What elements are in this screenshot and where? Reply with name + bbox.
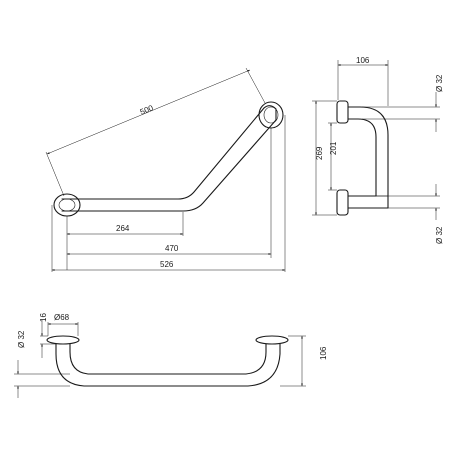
side-tube-bottom-label: Ø 32: [435, 226, 444, 244]
bar-tube: [61, 107, 277, 212]
front-height-label: 106: [319, 346, 328, 360]
inner-length-label: 264: [116, 224, 130, 233]
overall-length-label: 526: [160, 260, 174, 269]
mid-length-label: 470: [165, 244, 179, 253]
side-view: 106 Ø 32 Ø 32 269 201: [312, 56, 444, 244]
side-tube-top-label: Ø 32: [435, 74, 444, 92]
side-height-inner-label: 201: [329, 141, 338, 155]
top-view: 500 264 470 526: [45, 67, 286, 272]
left-flange: [53, 193, 81, 217]
front-view: Ø68 16 Ø 32 106: [14, 313, 328, 398]
side-top-flange: [336, 100, 349, 124]
side-bar-profile: [347, 106, 389, 209]
front-left-flange: [46, 335, 80, 345]
front-bar-profile: [55, 343, 281, 387]
side-bottom-flange: [336, 189, 349, 216]
side-width-label: 106: [356, 56, 370, 65]
front-tube-label: Ø 32: [17, 330, 26, 348]
flange-thickness-label: 16: [39, 313, 48, 322]
side-height-outer-label: 269: [315, 146, 324, 160]
front-right-flange: [255, 335, 289, 345]
flange-diameter-label: Ø68: [54, 313, 70, 322]
diagonal-length-label: 500: [139, 103, 155, 117]
